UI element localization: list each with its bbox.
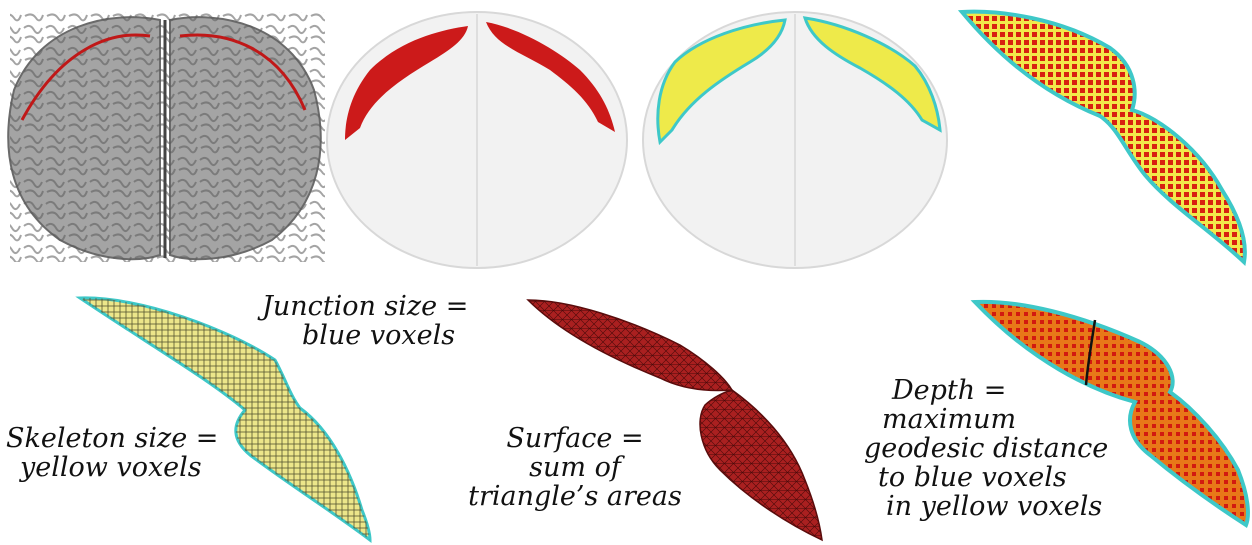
brain-surface-render	[8, 12, 325, 262]
depth-line5: in yellow voxels	[864, 492, 1108, 521]
depth-line2: maximum	[864, 405, 1108, 434]
surface-annotation: Surface = sum of triangle’s areas	[462, 424, 688, 511]
depth-line1: Depth =	[864, 376, 1108, 405]
skeleton-line2: yellow voxels	[6, 453, 218, 482]
skeleton-line1: Skeleton size =	[6, 424, 218, 453]
depth-line3: geodesic distance	[864, 434, 1108, 463]
closeup-shape	[962, 12, 1245, 262]
surface-line1: Surface =	[462, 424, 688, 453]
depth-line4: to blue voxels	[864, 463, 1108, 492]
surface-line2: sum of	[462, 453, 688, 482]
skeleton-annotation: Skeleton size = yellow voxels	[6, 424, 218, 482]
surface-line3: triangle’s areas	[462, 482, 688, 511]
sulcus-yellow-on-glass-brain	[643, 12, 947, 268]
junction-line2: blue voxels	[262, 321, 468, 350]
depth-annotation: Depth = maximum geodesic distance to blu…	[864, 376, 1108, 521]
sulcus-red-on-glass-brain	[327, 12, 627, 268]
junction-line1: Junction size =	[262, 292, 468, 321]
sulcus-closeup-top-right	[962, 12, 1245, 262]
junction-annotation: Junction size = blue voxels	[262, 292, 468, 350]
